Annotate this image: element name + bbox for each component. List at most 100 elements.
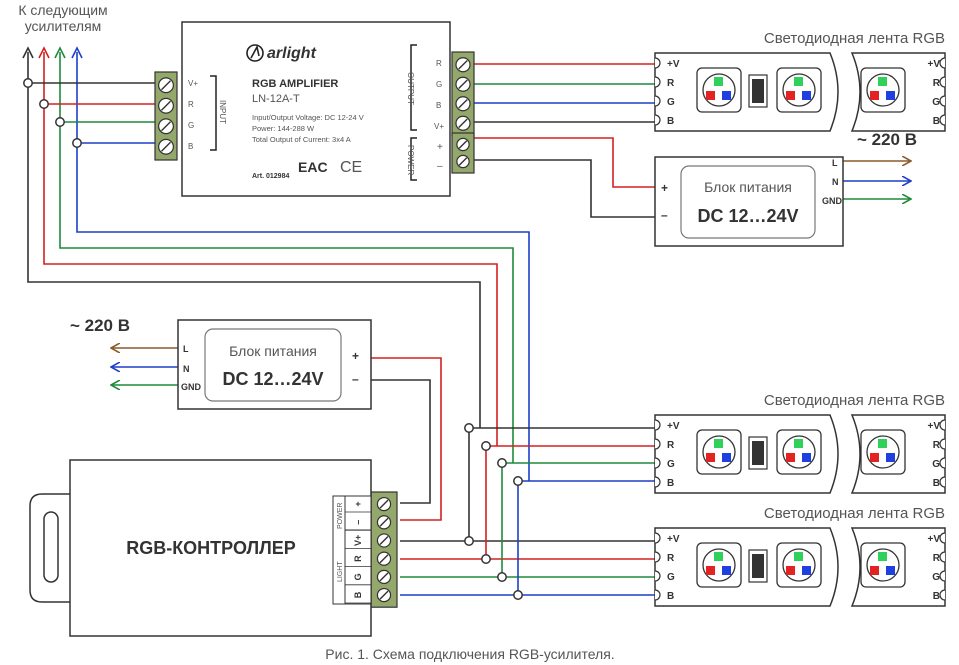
strip-pin-pad-right — [939, 551, 946, 563]
junction-6 — [497, 458, 507, 468]
output-label: OUTPUT — [406, 72, 415, 105]
junction-8 — [464, 536, 474, 546]
power-supply-2: Блок питания DC 12…24V L N GND + – — [177, 319, 372, 410]
wires-layer — [22, 46, 910, 600]
strip-2-led-3-red — [870, 453, 879, 462]
output-pin-r: R — [436, 59, 442, 68]
power-supply-2-panel — [204, 328, 342, 402]
strip-3-led-2-blue — [802, 566, 811, 575]
strip-pin-pad — [654, 476, 661, 488]
power-supply-2-rating: DC 12…24V — [222, 369, 323, 389]
input-pin-b: B — [188, 142, 193, 151]
strip-1-resistor-body — [752, 79, 764, 103]
controller-body — [69, 459, 372, 637]
strip-3-pin-right-3: B — [933, 591, 940, 602]
next-amplifiers-label-line2: усилителям — [25, 18, 102, 34]
strip-pin-pad-right — [939, 76, 946, 88]
strip-3-led-3-blue — [886, 566, 895, 575]
power-supply-1-l: L — [832, 158, 838, 168]
amplifier-body — [181, 21, 451, 197]
strip-pin-pad — [654, 57, 661, 69]
input-pin-vplus: V+ — [188, 79, 198, 88]
controller-pin-4: G — [353, 573, 363, 580]
output-pin-vplus: V+ — [434, 122, 444, 131]
power-pin-minus: – — [437, 161, 443, 172]
strip-3-led-1-green — [714, 552, 723, 561]
strip-1-led-3-red — [870, 91, 879, 100]
power-label: POWER — [406, 145, 415, 175]
strip-2-led-1-red — [706, 453, 715, 462]
input-label: INPUT — [218, 100, 227, 124]
strip-2-pin-right-0: +V — [927, 421, 940, 432]
strip-1-pin-right-2: G — [932, 97, 940, 108]
strip-pin-pad — [654, 438, 661, 450]
strip-pin-pad — [654, 532, 661, 544]
strip-pin-pad — [654, 76, 661, 88]
strip-2-pin-right-2: G — [932, 459, 940, 470]
strip-1-pin-0: +V — [667, 59, 680, 70]
strip-2-led-3-blue — [886, 453, 895, 462]
strip-2-pin-right-1: R — [933, 440, 941, 451]
strip-3-led-1-red — [706, 566, 715, 575]
controller-power-label: POWER — [337, 503, 344, 529]
junction-7 — [513, 476, 523, 486]
strip-1-led-3-green — [878, 77, 887, 86]
strip-pin-pad-right — [939, 419, 946, 431]
amplifier-spec-power: Power: 144-288 W — [252, 124, 315, 133]
controller-terminal-screw-slot — [379, 590, 389, 600]
power-supply-2-title: Блок питания — [229, 343, 317, 359]
input-pin-r: R — [188, 100, 194, 109]
strip-1-pin-1: R — [667, 78, 675, 89]
amplifier-input-terminal-screw-slot — [160, 80, 172, 91]
strip-2-pin-1: R — [667, 440, 675, 451]
junction-10 — [497, 572, 507, 582]
power-supply-1-minus: – — [661, 208, 668, 222]
strip-1-led-2-green — [794, 77, 803, 86]
strip-pin-pad-right — [939, 57, 946, 69]
rgb-controller: RGB-КОНТРОЛЛЕР POWER LIGHT +–V+RGB — [29, 459, 372, 637]
wire-psu2-minus — [371, 379, 431, 504]
amplifier-model-name: LN-12A-T — [252, 93, 300, 105]
strip-2-pin-0: +V — [667, 421, 680, 432]
input-pin-g: G — [188, 121, 194, 130]
controller-mount-slot — [43, 511, 59, 583]
strip-1-pin-3: B — [667, 116, 674, 127]
power-supply-1-title: Блок питания — [704, 179, 792, 195]
strip-pin-pad-right — [939, 438, 946, 450]
power-supply-1: Блок питания DC 12…24V + – L N GND — [654, 156, 844, 247]
strip-2-pin-2: G — [667, 459, 675, 470]
controller-title: RGB-КОНТРОЛЛЕР — [126, 538, 296, 558]
controller-pin-labels: +–V+RGB — [345, 501, 371, 604]
strip-3-title: Светодиодная лента RGB — [764, 505, 945, 522]
amplifier-output-terminal-screw-slot — [458, 79, 468, 90]
amplifier-spec-voltage: Input/Output Voltage: DC 12-24 V — [252, 113, 364, 122]
strip-1-pin-right-1: R — [933, 78, 941, 89]
junction-3 — [72, 138, 82, 148]
strip-1-led-1-red — [706, 91, 715, 100]
amplifier-power-terminal-screw-slot — [458, 140, 468, 149]
junction-0 — [23, 78, 33, 88]
wire-amp-power-plus — [470, 137, 655, 188]
strip-1-led-3-blue — [886, 91, 895, 100]
strip-pin-pad-right — [939, 570, 946, 582]
amplifier-input-terminal-screw-slot — [160, 141, 172, 152]
strip-1-led-1-green — [714, 77, 723, 86]
controller-terminal — [370, 491, 398, 608]
strip-3-pin-right-0: +V — [927, 534, 940, 545]
power-supply-1-panel — [680, 165, 816, 239]
strip-pin-pad — [654, 551, 661, 563]
strip-pin-pad — [654, 114, 661, 126]
controller-pin-3: R — [353, 555, 363, 562]
arrow-up-2 — [54, 46, 66, 59]
strip-2-pin-right-3: B — [933, 478, 940, 489]
strip-3-pin-right-2: G — [932, 572, 940, 583]
strip-3-led-3-green — [878, 552, 887, 561]
mains-label-2: ~ 220 В — [70, 316, 130, 335]
amplifier-input-terminal-body — [154, 71, 178, 161]
controller-light-label: LIGHT — [337, 561, 344, 582]
ce-mark: CE — [340, 159, 362, 176]
controller-pin-5: B — [353, 591, 363, 598]
